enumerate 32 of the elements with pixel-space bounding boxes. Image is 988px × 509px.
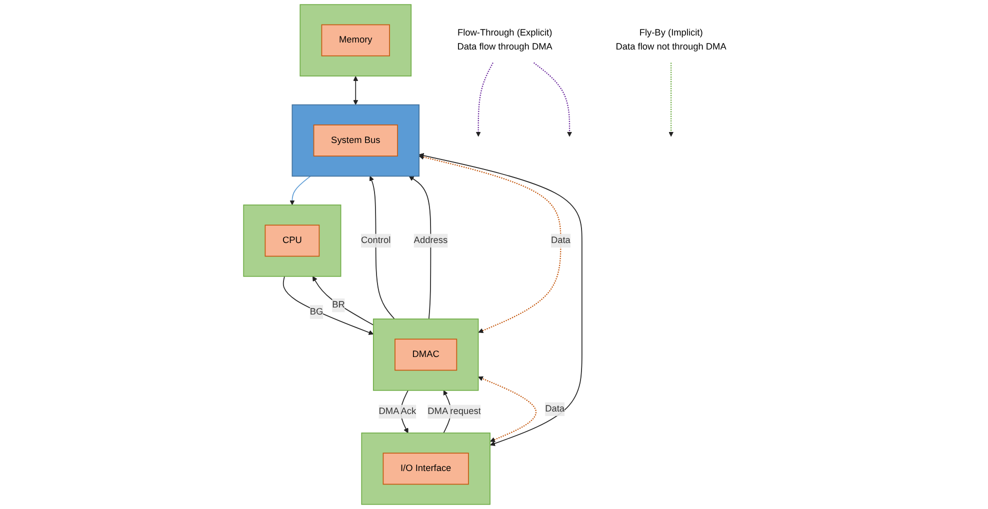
arrow [478,376,537,442]
node-box: System Bus [314,124,398,156]
edge-label: Control [361,236,392,246]
edge-label: Data [545,404,565,414]
cluster [292,104,420,177]
cluster [300,4,412,76]
edge-label: Address [414,236,448,246]
arrow [312,276,374,326]
edge-label: DMA request [428,406,482,416]
arrow [290,176,312,206]
edge-label: Data [551,236,571,246]
edge-label: DMA Ack [379,406,416,416]
arrow [370,176,396,320]
node-text: Flow-Through (Explicit) Data flow through DMA [458,28,553,52]
node-box: I/O Interface [383,452,470,485]
node-text: Fly-By (Implicit) Data flow not through DMA [616,28,727,52]
arrow [668,62,674,137]
cluster [244,204,342,277]
arrow [419,153,583,446]
arrow [283,276,374,335]
cluster [373,318,480,391]
edge-label: BG [310,306,324,317]
arrow [476,62,494,137]
arrow [534,62,572,137]
edge-label: BR [332,300,346,310]
cluster [362,432,491,505]
arrow [353,76,359,106]
node-box: CPU [265,224,320,257]
arrow [409,176,432,320]
node-box: DMAC [394,338,458,371]
arrow [419,154,562,333]
node-box: Memory [322,24,390,56]
